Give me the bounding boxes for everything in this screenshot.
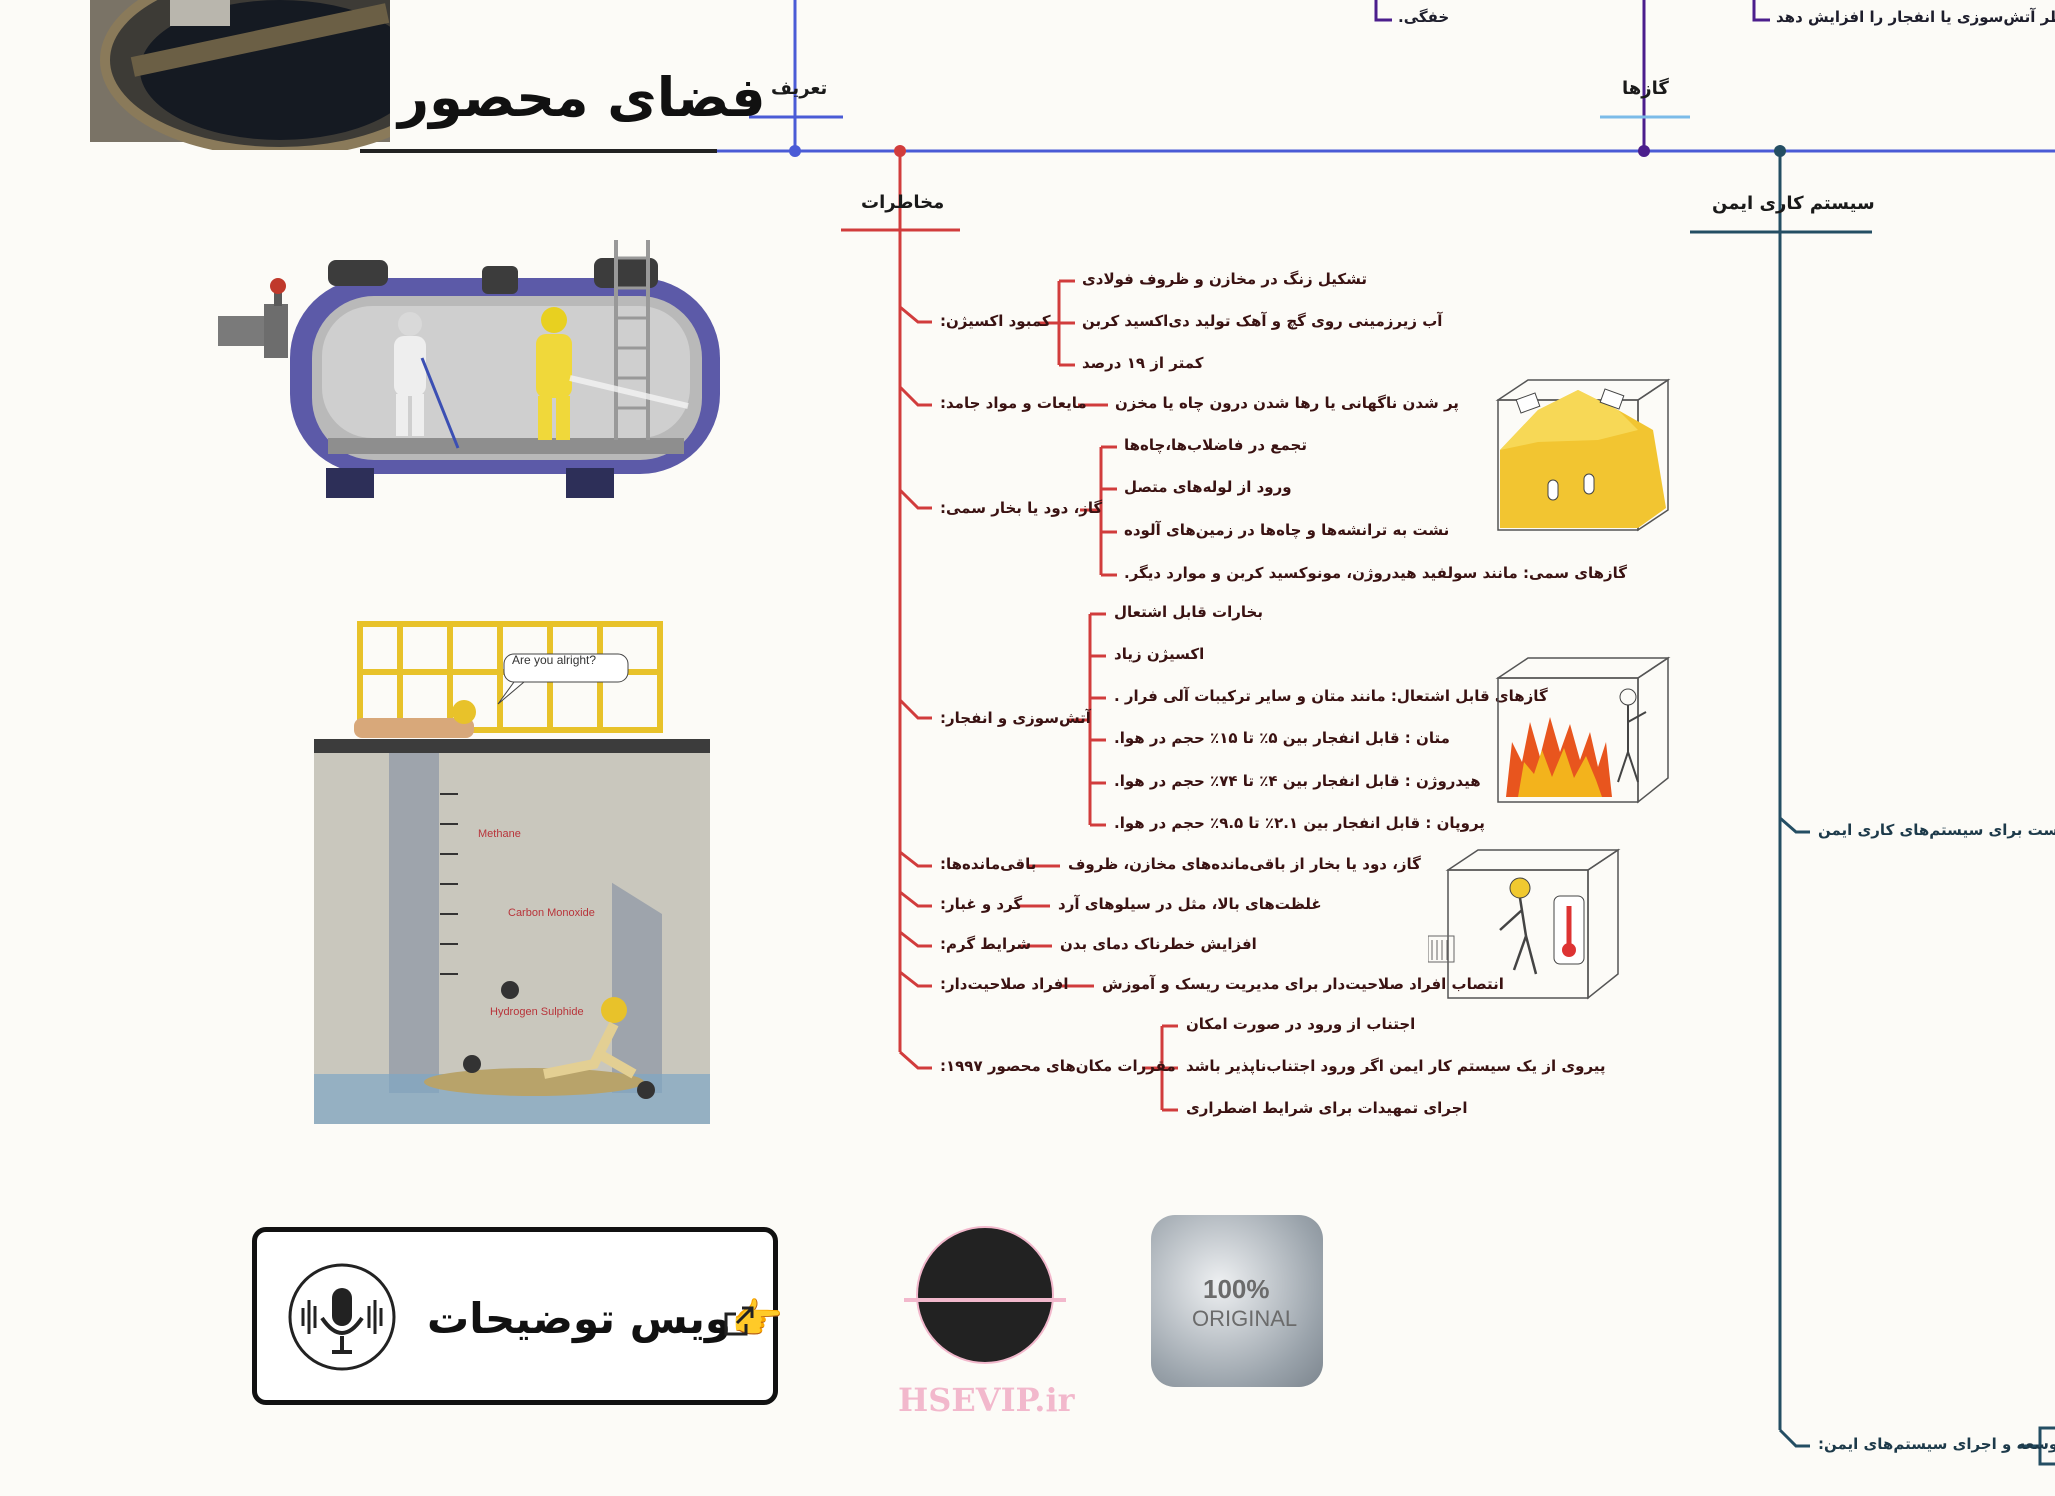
hazard-oxygen-item: آب زیرزمینی روی گچ و آهک تولید دی‌اکسید … [1082, 312, 1443, 330]
hazard-fire-item: بخارات قابل اشتعال [1114, 603, 1263, 621]
hazard-liquids-item: پر شدن ناگهانی یا رها شدن درون چاه یا مخ… [1115, 394, 1459, 412]
hazard-fire-item: هیدروژن : قابل انفجار بین ۴٪ تا ۷۴٪ حجم … [1114, 772, 1481, 790]
hazard-oxygen-item: تشکیل زنگ در مخازن و ظروف فولادی [1082, 270, 1367, 288]
voice-label: ویس توضیحات👉 [427, 1294, 784, 1343]
hazard-heat-label: شرایط گرم: [940, 935, 1032, 953]
hazard-residues-item: گاز، دود یا بخار از باقی‌مانده‌های مخازن… [1068, 855, 1421, 873]
fire-box-illustration [1495, 656, 1671, 804]
hazard-residues-label: باقی‌مانده‌ها: [940, 855, 1037, 873]
brand-text: HSEVIP.ir [898, 1381, 1075, 1419]
hazard-toxic-item: نشت به ترانشه‌ها و چاه‌ها در زمین‌های آل… [1124, 521, 1450, 539]
hazard-regulations-label: مقررات مکان‌های محصور ۱۹۹۷: [940, 1057, 1176, 1075]
hazard-toxic-item: تجمع در فاضلاب‌ها،چاه‌ها [1124, 436, 1307, 454]
header-gases: گازها [1622, 78, 1669, 99]
hazard-regulations-item: اجرای تمهیدات برای شرایط اضطراری [1186, 1099, 1468, 1117]
microphone-icon [288, 1263, 396, 1371]
original-badge [1151, 1215, 1323, 1387]
hazard-dust-item: غلظت‌های بالا، مثل در سیلوهای آرد [1058, 895, 1322, 913]
hazard-competent-item: انتصاب افراد صلاحیت‌دار برای مدیریت ریسک… [1102, 975, 1504, 993]
hazard-fire-label: آتش‌سوزی و انفجار: [940, 709, 1091, 727]
sand-box-illustration [1495, 378, 1671, 532]
hazard-regulations-item: پیروی از یک سیستم کار ایمن اگر ورود اجتن… [1186, 1057, 1606, 1075]
header-safe-system: سیستم کاری ایمن [1712, 193, 1875, 214]
header-hazards: مخاطرات [861, 192, 945, 213]
safe-system-item: توسعه و اجرای سیستم‌های ایمن: [1818, 1435, 2055, 1453]
hazard-fire-item: متان : قابل انفجار بین ۵٪ تا ۱۵٪ حجم در … [1114, 729, 1450, 747]
manhole-photo [90, 0, 460, 150]
hazard-toxic-item: گازهای سمی: مانند سولفید هیدروژن، مونوکس… [1124, 564, 1628, 582]
hazard-toxic-item: ورود از لوله‌های متصل [1124, 478, 1292, 496]
circle-logo [904, 1226, 1066, 1364]
safe-system-item: چک‌لیست برای سیستم‌های کاری ایمن [1818, 821, 2055, 839]
hazard-dust-label: گرد و غبار: [940, 895, 1023, 913]
label-methane: Methane [478, 828, 521, 840]
speech-bubble-text: Are you alright? [512, 653, 597, 667]
badge-percent: 100% [1203, 1274, 1270, 1304]
hazard-heat-item: افزایش خطرناک دمای بدن [1060, 935, 1257, 953]
external-link-icon [724, 1306, 754, 1336]
fragment-fire-risk: اند خطر آتش‌سوزی یا انفجار را افزایش دهد [1776, 8, 2055, 26]
shaft-illustration [314, 621, 710, 1124]
hazard-oxygen-label: کمبود اکسیژن: [940, 312, 1051, 330]
hazard-oxygen-item: کمتر از ۱۹ درصد [1082, 354, 1204, 372]
voice-button[interactable]: ویس توضیحات👉 [252, 1227, 783, 1405]
page-title: فضای محصور [398, 66, 766, 129]
hazard-toxic-label: گاز، دود یا بخار سمی: [940, 499, 1103, 517]
hazard-fire-item: اکسیژن زیاد [1114, 645, 1205, 663]
badge-word: ORIGINAL [1192, 1306, 1298, 1331]
hazard-fire-item: پروپان : قابل انفجار بین ۲.۱٪ تا ۹.۵٪ حج… [1114, 814, 1485, 832]
header-definition: تعریف [771, 78, 828, 99]
fragment-suffocation: خفگی. [1398, 8, 1450, 26]
heat-box-illustration [1428, 848, 1621, 1000]
tank-illustration [218, 240, 720, 498]
title-underline [360, 149, 717, 153]
label-carbon-monoxide: Carbon Monoxide [508, 907, 595, 919]
hazard-fire-item: گازهای قابل اشتعال: مانند متان و سایر تر… [1114, 687, 1548, 705]
label-hydrogen-sulphide: Hydrogen Sulphide [490, 1006, 584, 1018]
hazard-competent-label: افراد صلاحیت‌دار: [940, 975, 1069, 993]
hazard-regulations-item: اجتناب از ورود در صورت امکان [1186, 1015, 1416, 1033]
hazard-liquids-label: مایعات و مواد جامد: [940, 394, 1087, 412]
